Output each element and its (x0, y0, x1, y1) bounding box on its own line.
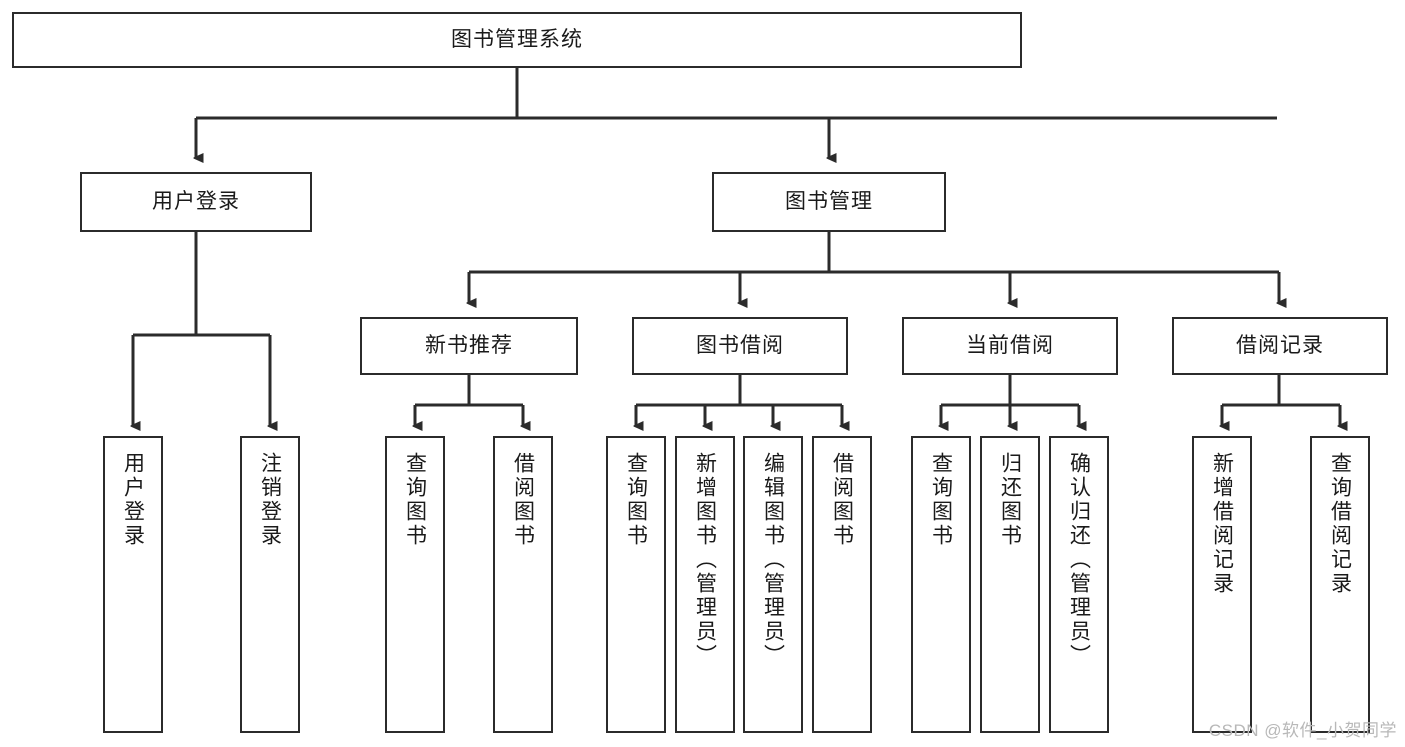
node-leaf-rec-add-record[interactable]: 新增借阅记录 (1192, 436, 1252, 733)
node-root-label: 图书管理系统 (451, 27, 583, 51)
node-leaf-borrow-query-book[interactable]: 查询图书 (606, 436, 666, 733)
node-user-login-label: 用户登录 (152, 189, 240, 213)
node-leaf-rec-add-record-label: 新增借阅记录 (1210, 452, 1234, 596)
node-leaf-rec-query-book[interactable]: 查询图书 (385, 436, 445, 733)
node-book-manage[interactable]: 图书管理 (712, 172, 946, 232)
node-leaf-borrow-query-book-label: 查询图书 (624, 452, 648, 548)
node-leaf-user-logout[interactable]: 注销登录 (240, 436, 300, 733)
node-leaf-borrow-add-book[interactable]: 新增图书（管理员） (675, 436, 735, 733)
node-new-book-recommend-label: 新书推荐 (425, 333, 513, 357)
node-leaf-cur-query-book-label: 查询图书 (929, 452, 953, 548)
node-borrow-record-label: 借阅记录 (1236, 333, 1324, 357)
node-leaf-user-logout-label: 注销登录 (258, 452, 282, 548)
node-leaf-rec-query-record-label: 查询借阅记录 (1328, 452, 1352, 596)
node-root[interactable]: 图书管理系统 (12, 12, 1022, 68)
node-leaf-borrow-add-book-label: 新增图书（管理员） (693, 452, 717, 668)
node-book-borrow[interactable]: 图书借阅 (632, 317, 848, 375)
node-leaf-rec-borrow-book-label: 借阅图书 (511, 452, 535, 548)
node-leaf-user-login[interactable]: 用户登录 (103, 436, 163, 733)
node-leaf-cur-return-book-label: 归还图书 (998, 452, 1022, 548)
node-leaf-cur-confirm-return[interactable]: 确认归还（管理员） (1049, 436, 1109, 733)
node-borrow-record[interactable]: 借阅记录 (1172, 317, 1388, 375)
node-leaf-borrow-borrow-book-label: 借阅图书 (830, 452, 854, 548)
node-leaf-borrow-edit-book-label: 编辑图书（管理员） (761, 452, 785, 668)
node-new-book-recommend[interactable]: 新书推荐 (360, 317, 578, 375)
node-book-borrow-label: 图书借阅 (696, 333, 784, 357)
node-leaf-rec-borrow-book[interactable]: 借阅图书 (493, 436, 553, 733)
node-leaf-rec-query-book-label: 查询图书 (403, 452, 427, 548)
node-current-borrow[interactable]: 当前借阅 (902, 317, 1118, 375)
node-leaf-cur-return-book[interactable]: 归还图书 (980, 436, 1040, 733)
node-current-borrow-label: 当前借阅 (966, 333, 1054, 357)
node-leaf-cur-query-book[interactable]: 查询图书 (911, 436, 971, 733)
node-user-login[interactable]: 用户登录 (80, 172, 312, 232)
node-leaf-borrow-borrow-book[interactable]: 借阅图书 (812, 436, 872, 733)
node-leaf-user-login-label: 用户登录 (121, 452, 145, 548)
node-book-manage-label: 图书管理 (785, 189, 873, 213)
node-leaf-cur-confirm-return-label: 确认归还（管理员） (1067, 452, 1091, 668)
node-leaf-borrow-edit-book[interactable]: 编辑图书（管理员） (743, 436, 803, 733)
node-leaf-rec-query-record[interactable]: 查询借阅记录 (1310, 436, 1370, 733)
